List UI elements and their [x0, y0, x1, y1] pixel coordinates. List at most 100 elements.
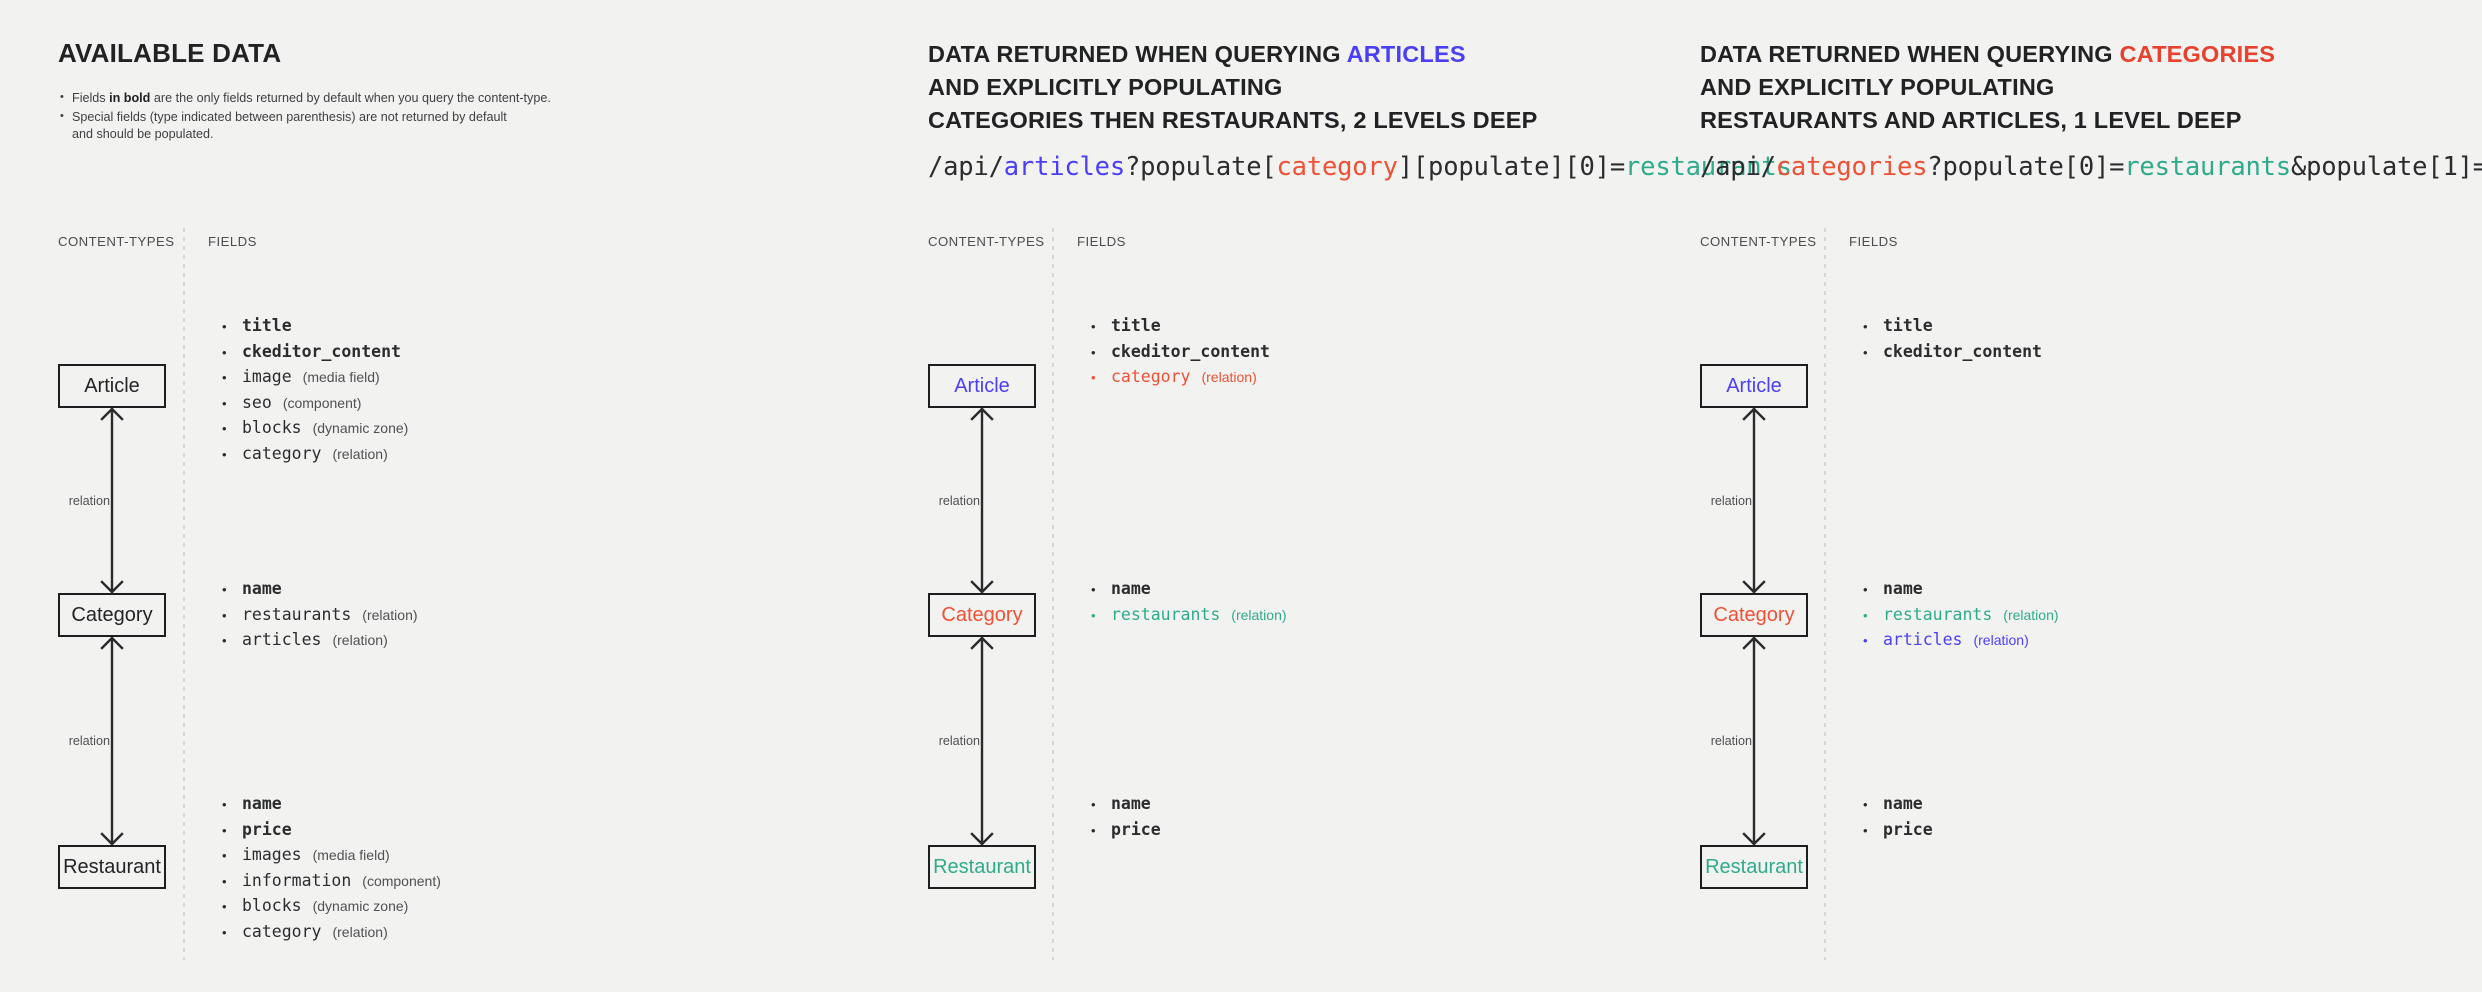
field-row: name [1087, 793, 1161, 819]
entity-box-restaurant[interactable]: Restaurant [1700, 845, 1808, 889]
field-type: (component) [282, 394, 362, 411]
field-name: image [242, 367, 292, 386]
entity-box-article[interactable]: Article [1700, 364, 1808, 408]
field-type: (component) [362, 872, 441, 889]
relation-connector-0: relation [939, 407, 1002, 594]
field-row: ckeditor_content [1859, 341, 2042, 367]
field-name: information [242, 870, 352, 890]
field-name: restaurants [1883, 604, 1993, 624]
relation-label: relation [1710, 734, 1752, 748]
field-name: name [242, 794, 282, 813]
field-row: blocks (dynamic zone) [218, 417, 408, 443]
field-row: category(relation) [218, 921, 441, 947]
entity-box-category[interactable]: Category [58, 593, 166, 637]
relation-connector-0: relation [1711, 407, 1774, 594]
field-row: articles(relation) [1859, 629, 2059, 655]
field-name: name [1883, 579, 1923, 598]
field-type: (relation) [362, 606, 418, 623]
field-name: category [1111, 367, 1191, 386]
relation-label: relation [1710, 493, 1752, 508]
entity-label: Restaurant [1705, 856, 1803, 878]
field-name: articles [242, 630, 322, 649]
double-arrow-icon [100, 407, 124, 594]
field-type: (relation) [332, 445, 388, 462]
field-type: (dynamic zone) [312, 420, 409, 436]
field-row: name [1087, 578, 1287, 604]
relation-connector-1: relation [1711, 636, 1774, 846]
entity-box-article[interactable]: Article [928, 364, 1036, 408]
url-segment: /api/ [928, 152, 1004, 182]
field-name: name [242, 579, 282, 598]
column-caption-content-types: CONTENT-TYPES [1700, 234, 1817, 249]
field-row: restaurants(relation) [1859, 604, 2059, 630]
note-bold: in bold [109, 91, 151, 105]
note-item: Special fields (type indicated between p… [58, 108, 668, 144]
field-row: title [1087, 315, 1270, 341]
field-row: seo (component) [218, 392, 408, 418]
field-row: name [218, 578, 418, 604]
available-data-notes: Fields in bold are the only fields retur… [58, 89, 668, 145]
column-divider [1824, 228, 1826, 960]
field-name: ckeditor_content [1883, 341, 2042, 361]
column-caption-fields: FIELDS [1849, 234, 1898, 249]
entity-box-restaurant[interactable]: Restaurant [58, 845, 166, 889]
column-caption-content-types: CONTENT-TYPES [928, 234, 1045, 249]
api-url: /api/articles?populate[category][populat… [928, 152, 1792, 182]
url-segment: ][populate][0]= [1397, 152, 1626, 182]
field-row: category (relation) [1087, 366, 1270, 392]
column-caption-fields: FIELDS [208, 234, 257, 249]
column-caption-fields: FIELDS [1077, 234, 1126, 249]
field-name: name [1111, 794, 1151, 813]
url-segment: category [1276, 152, 1398, 182]
api-url: /api/categories?populate[0]=restaurants&… [1700, 152, 2482, 182]
field-row: price [1859, 819, 1933, 845]
field-name: category [242, 921, 322, 941]
field-name: blocks [242, 418, 302, 437]
entity-box-category[interactable]: Category [1700, 593, 1808, 637]
field-row: name [1859, 793, 1933, 819]
heading-line: RESTAURANTS AND ARTICLES, 1 LEVEL DEEP [1700, 107, 2242, 133]
field-row: ckeditor_content [218, 341, 408, 367]
field-row: ckeditor_content [1087, 341, 1270, 367]
field-name: restaurants [242, 604, 352, 624]
field-row: title [218, 315, 408, 341]
heading-line: CATEGORIES THEN RESTAURANTS, 2 LEVELS DE… [928, 107, 1538, 133]
relation-label: relation [938, 734, 980, 748]
entity-box-category[interactable]: Category [928, 593, 1036, 637]
field-name: price [1111, 819, 1161, 839]
entity-box-article[interactable]: Article [58, 364, 166, 408]
relation-connector-0: relation [69, 407, 132, 594]
relation-label: relation [938, 493, 980, 508]
field-type: (relation) [1231, 606, 1287, 623]
field-name: images [242, 845, 302, 864]
note-text: Special fields (type indicated between p… [72, 109, 507, 124]
field-row: name [1859, 578, 2059, 604]
field-row: restaurants(relation) [1087, 604, 1287, 630]
note-text: and should be populated. [72, 127, 214, 141]
relation-label: relation [68, 734, 110, 748]
field-type: (dynamic zone) [312, 898, 409, 914]
field-name: seo [242, 392, 272, 412]
url-segment: categories [1775, 152, 1928, 182]
column-caption-content-types: CONTENT-TYPES [58, 234, 175, 249]
heading-line: AND EXPLICITLY POPULATING [1700, 74, 2055, 100]
field-row: title [1859, 315, 2042, 341]
field-row: restaurants (relation) [218, 604, 418, 630]
field-type: (relation) [1201, 369, 1257, 385]
field-name: articles [1883, 630, 1963, 649]
entity-box-restaurant[interactable]: Restaurant [928, 845, 1036, 889]
url-segment: ?populate[ [1124, 152, 1277, 182]
field-row: price [1087, 819, 1161, 845]
note-text: are the only fields returned by default … [150, 91, 551, 105]
note-text: Fields [72, 91, 110, 105]
column-divider [1052, 228, 1054, 960]
field-row: name [218, 793, 441, 819]
entity-label: Article [1726, 375, 1782, 397]
field-type: (media field) [302, 369, 380, 385]
field-name: title [1883, 316, 1933, 335]
field-name: ckeditor_content [1111, 341, 1270, 361]
heading-line: AND EXPLICITLY POPULATING [928, 74, 1283, 100]
